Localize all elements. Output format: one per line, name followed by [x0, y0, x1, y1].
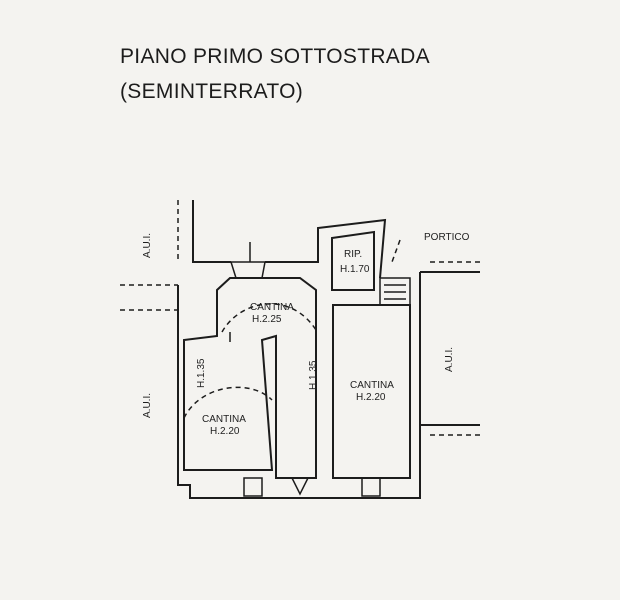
- plan-title-line-2: (SEMINTERRATO): [120, 80, 304, 103]
- outer-wall-perimeter: [177, 272, 421, 499]
- label-aui-right: A.U.I.: [444, 347, 455, 372]
- label-cantina-right-name: CANTINA: [350, 380, 394, 391]
- window-top: [229, 261, 266, 279]
- label-aui-left: A.U.I.: [142, 393, 153, 418]
- label-rip-name: RIP.: [344, 249, 362, 260]
- label-cantina-left-height: H.2.20: [210, 426, 240, 437]
- portico-pointer: [391, 239, 401, 263]
- label-portico: PORTICO: [424, 232, 470, 243]
- outer-wall-top: [265, 218, 387, 279]
- label-h-left: H.1.35: [196, 358, 207, 388]
- outer-wall-left: [192, 200, 231, 263]
- label-cantina-top-height: H.2.25: [252, 314, 282, 325]
- rip-room-wall: [331, 230, 375, 291]
- label-cantina-left-name: CANTINA: [202, 414, 246, 425]
- label-aui-top: A.U.I.: [142, 233, 153, 258]
- window-bottom-right: [361, 477, 381, 497]
- label-h-mid: H.1.35: [308, 360, 319, 390]
- window-bottom-left: [243, 477, 263, 497]
- plan-title-line-1: PIANO PRIMO SOTTOSTRADA: [120, 45, 430, 68]
- arch-left: [183, 386, 273, 419]
- label-cantina-right-height: H.2.20: [356, 392, 386, 403]
- window-bottom-mid: [290, 477, 310, 496]
- stair-block: [379, 277, 411, 306]
- label-rip-height: H.1.70: [340, 264, 370, 275]
- label-cantina-top-name: CANTINA: [250, 302, 294, 313]
- arch-top: [221, 303, 317, 333]
- stair-steps: [384, 284, 406, 300]
- cantina-walls: [183, 277, 317, 479]
